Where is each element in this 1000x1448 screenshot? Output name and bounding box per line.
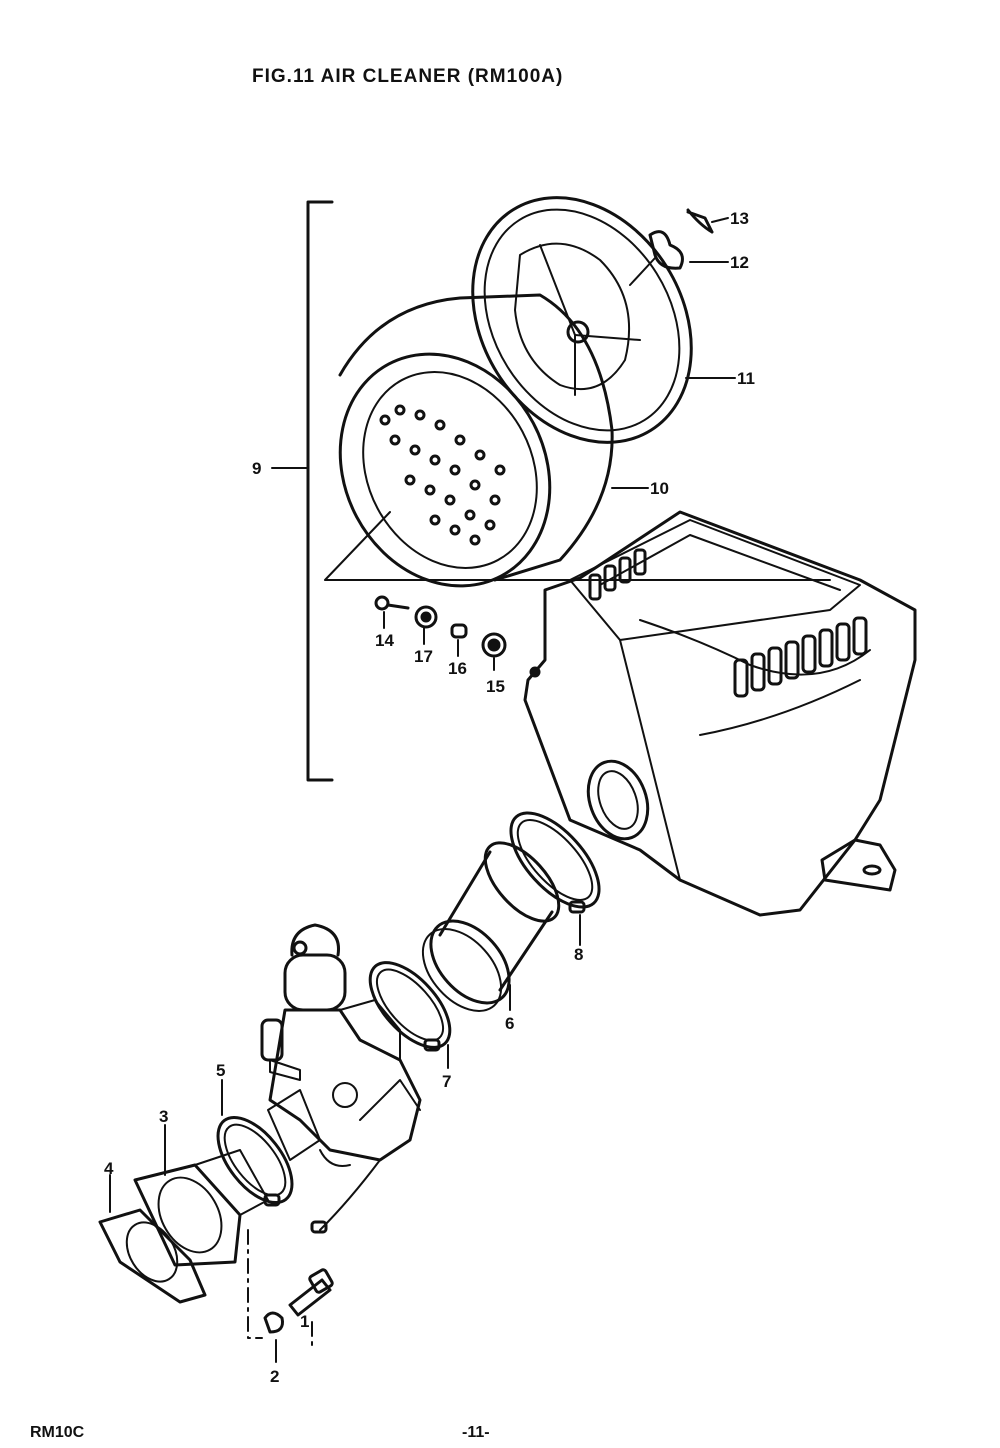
- callout-3: 3: [159, 1107, 169, 1126]
- callout-14: 14: [375, 631, 394, 650]
- figure-title: FIG.11 AIR CLEANER (RM100A): [252, 66, 564, 87]
- callout-10: 10: [650, 479, 669, 498]
- callout-16: 16: [448, 659, 467, 678]
- intake-hose-6: [421, 841, 561, 1012]
- carburetor: [260, 923, 422, 1234]
- callout-9: 9: [252, 459, 262, 478]
- air-cleaner-case: [523, 510, 917, 917]
- callout-7: 7: [442, 1072, 452, 1091]
- hose-clamp-7: [368, 961, 452, 1069]
- footer-model: RM10C: [30, 1424, 85, 1441]
- filter-cover-11: [471, 196, 736, 444]
- filter-mesh: [379, 404, 506, 546]
- bolt-1: [288, 1268, 334, 1351]
- collar-16: [450, 623, 468, 657]
- callout-2: 2: [270, 1367, 280, 1386]
- filter-element-10: [324, 293, 831, 588]
- callout-12: 12: [730, 253, 749, 272]
- gasket-4: [98, 1174, 207, 1304]
- washer-2: [247, 1229, 284, 1363]
- callout-8: 8: [574, 945, 584, 964]
- wing-nut-12: [629, 230, 729, 286]
- washer-17: [414, 605, 438, 645]
- hose-clamp-8: [509, 811, 601, 946]
- callout-11: 11: [737, 369, 755, 388]
- callout-1: 1: [300, 1312, 310, 1331]
- callout-17: 17: [414, 647, 433, 666]
- bolt-14: [374, 595, 410, 629]
- clamp-5: [216, 1079, 294, 1207]
- grommet-15: [481, 632, 507, 671]
- assembly-bracket-9: [271, 200, 334, 782]
- callout-5: 5: [216, 1061, 226, 1080]
- clip-13: [686, 208, 729, 234]
- intake-pipe-3: [133, 1124, 269, 1267]
- callout-15: 15: [486, 677, 505, 696]
- callout-4: 4: [104, 1159, 114, 1178]
- callout-6: 6: [505, 1014, 515, 1033]
- page-number: -11-: [462, 1424, 490, 1441]
- case-vents: [588, 548, 868, 698]
- callout-13: 13: [730, 209, 749, 228]
